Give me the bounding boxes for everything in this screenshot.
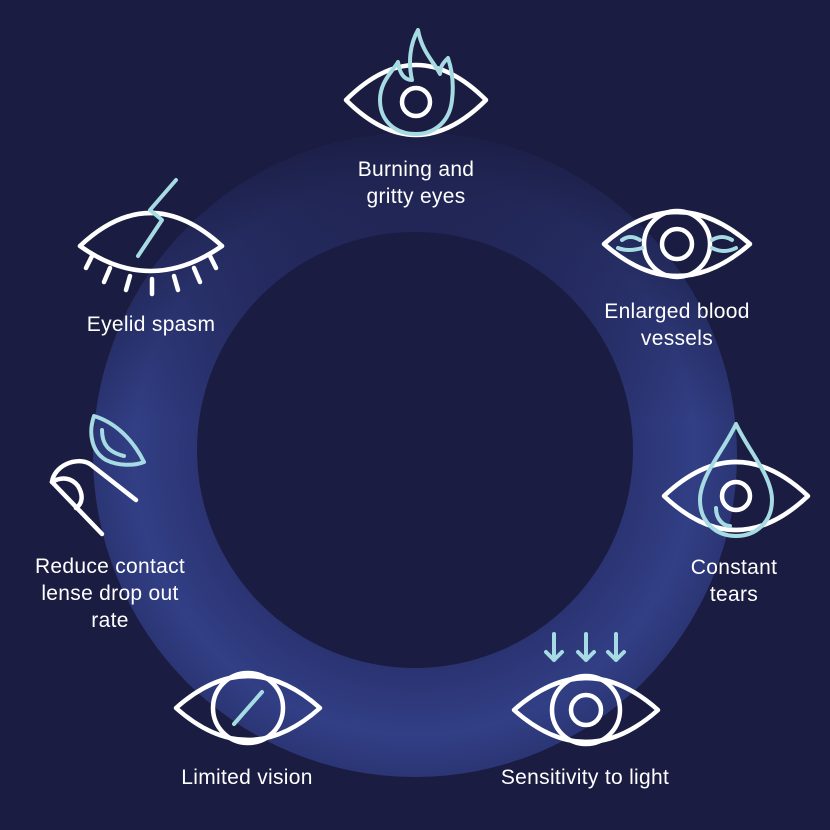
label-line: Constant: [690, 556, 778, 579]
eye-teardrop-icon: [661, 422, 811, 538]
label-vision: Limited vision: [181, 764, 312, 791]
closed-eye-lightning-icon: [77, 178, 225, 297]
label-line: Burning and: [357, 158, 475, 181]
label-tears: Constant tears: [691, 554, 777, 608]
label-line: Limited vision: [181, 766, 313, 789]
label-burning: Burning and gritty eyes: [358, 156, 475, 210]
eye-slash-icon: [173, 670, 323, 746]
label-line: rate: [91, 609, 129, 632]
eye-light-arrows-icon: [511, 632, 661, 747]
label-light: Sensitivity to light: [501, 764, 669, 791]
label-line: Reduce contact: [34, 555, 186, 578]
label-line: tears: [709, 583, 759, 606]
contact-lens-finger-icon: [49, 414, 146, 537]
label-line: Eyelid spasm: [86, 313, 216, 336]
label-contact-lens: Reduce contact lense drop out rate: [35, 553, 185, 634]
label-line: lense drop out: [41, 582, 179, 605]
label-line: Sensitivity to light: [500, 766, 670, 789]
label-blood-vessels: Enlarged blood vessels: [604, 298, 749, 352]
label-spasm: Eyelid spasm: [87, 311, 215, 338]
label-line: gritty eyes: [366, 185, 466, 208]
label-line: Enlarged blood: [604, 300, 750, 323]
eye-veins-icon: [601, 208, 753, 280]
eye-flame-icon: [343, 28, 489, 138]
label-line: vessels: [640, 327, 714, 350]
